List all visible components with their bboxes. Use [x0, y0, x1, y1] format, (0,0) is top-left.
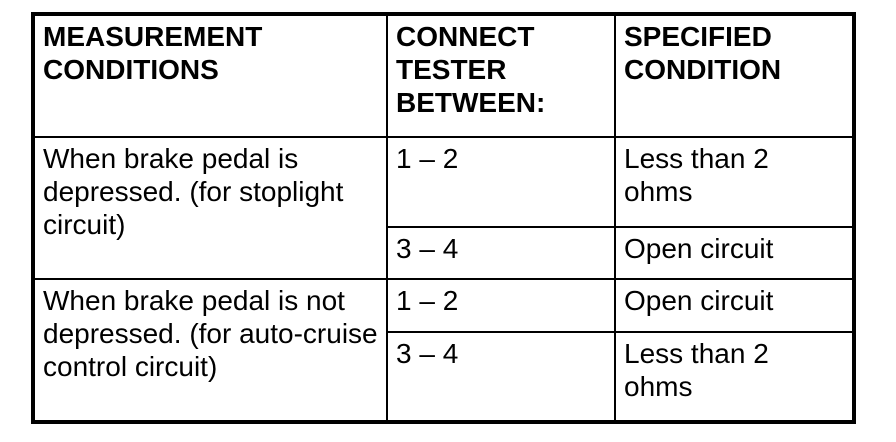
col-header-measurement-conditions: MEASUREMENT CONDITIONS: [32, 13, 388, 138]
specified-condition-cell: Less than 2 ohms: [614, 136, 855, 228]
terminals-cell: 1 – 2: [386, 136, 616, 228]
table-row: 3 – 4 Open circuit: [33, 226, 855, 280]
terminals-cell: 3 – 4: [386, 226, 616, 280]
table-row: 3 – 4 Less than 2 ohms: [33, 331, 855, 423]
table-row: When brake pedal is not depressed. (for …: [32, 278, 855, 423]
condition-cell-stoplight-circuit: When brake pedal is depressed. (for stop…: [32, 136, 388, 280]
specified-condition-cell: Open circuit: [614, 278, 855, 333]
measurement-spec-table: MEASUREMENT CONDITIONS CONNECT TESTER BE…: [31, 12, 856, 424]
specified-condition-cell: Open circuit: [614, 226, 855, 280]
terminals-cell: 1 – 2: [386, 278, 616, 333]
col-header-specified-condition: SPECIFIED CONDITION: [614, 13, 855, 138]
terminals-cell: 3 – 4: [386, 331, 616, 423]
table-row: When brake pedal is depressed. (for stop…: [32, 136, 855, 280]
specified-condition-cell: Less than 2 ohms: [614, 331, 855, 423]
col-header-connect-tester-between: CONNECT TESTER BETWEEN:: [386, 13, 616, 138]
condition-cell-auto-cruise-circuit: When brake pedal is not depressed. (for …: [32, 278, 388, 423]
table-header-row: MEASUREMENT CONDITIONS CONNECT TESTER BE…: [32, 13, 855, 138]
